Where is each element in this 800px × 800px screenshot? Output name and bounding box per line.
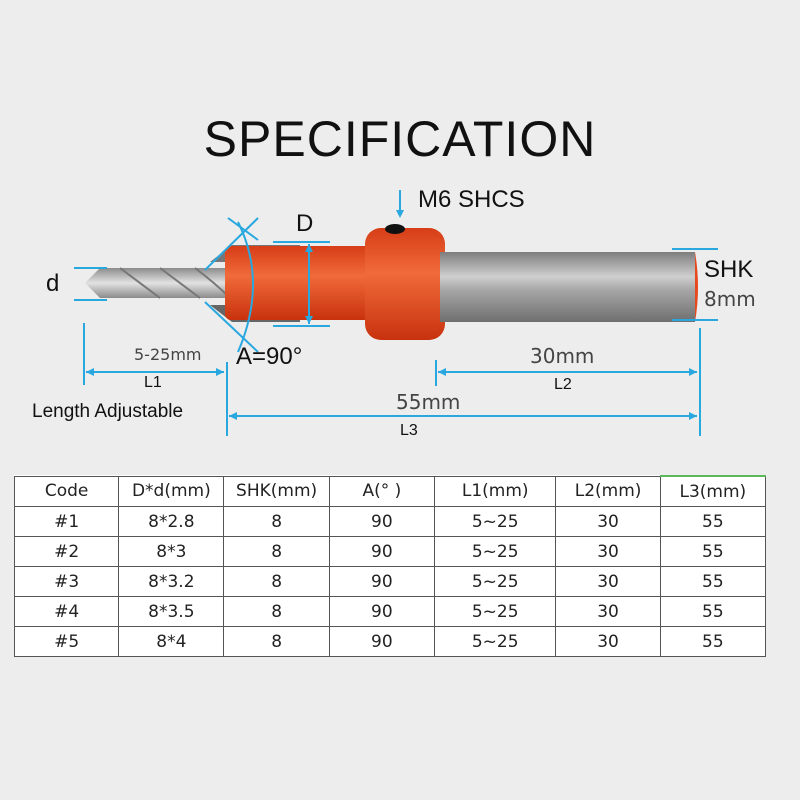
- cell-code: #3: [13, 566, 120, 597]
- cell-dd: 8*3: [118, 536, 225, 567]
- cell-l1: 5~25: [433, 626, 557, 657]
- cell-l1: 5~25: [433, 506, 557, 537]
- cell-shk: 8: [223, 626, 330, 657]
- cell-l1: 5~25: [433, 566, 557, 597]
- table-row: #1 8*2.8 8 90 5~25 30 55: [13, 506, 767, 537]
- cell-dd: 8*4: [118, 626, 225, 657]
- cell-l2: 30: [555, 566, 661, 597]
- arrow-heads: [86, 210, 697, 420]
- cell-code: #1: [13, 506, 120, 537]
- l1-label: L1: [144, 374, 162, 391]
- cell-angle: 90: [328, 626, 435, 657]
- cell-shk: 8: [223, 536, 330, 567]
- header-shk: SHK(mm): [223, 475, 330, 507]
- shank: [440, 252, 695, 322]
- header-angle: A(° ): [328, 475, 435, 507]
- set-screw: [385, 224, 405, 234]
- page-title: SPECIFICATION: [203, 111, 597, 167]
- cell-l3: 55: [659, 626, 767, 657]
- l2-label: L2: [554, 376, 572, 393]
- cell-l3: 55: [659, 596, 767, 627]
- header-l2: L2(mm): [555, 475, 661, 507]
- length-adjustable-note: Length Adjustable: [32, 401, 184, 422]
- cell-dd: 8*3.5: [118, 596, 225, 627]
- cell-l2: 30: [555, 596, 661, 627]
- cell-l3: 55: [659, 566, 767, 597]
- cell-l1: 5~25: [433, 536, 557, 567]
- cell-l2: 30: [555, 626, 661, 657]
- angle-label: A=90°: [236, 343, 303, 370]
- table-row: #4 8*3.5 8 90 5~25 30 55: [13, 596, 767, 627]
- dimension-lines: [74, 190, 718, 436]
- cell-shk: 8: [223, 596, 330, 627]
- header-l1: L1(mm): [433, 475, 557, 507]
- small-diameter-label: d: [46, 270, 60, 297]
- big-diameter-label: D: [296, 210, 314, 237]
- cell-angle: 90: [328, 596, 435, 627]
- header-code: Code: [13, 475, 120, 507]
- drill-bit: [85, 267, 231, 299]
- m6-shcs-label: M6 SHCS: [418, 186, 525, 213]
- cell-l1: 5~25: [433, 596, 557, 627]
- l3-value: 55mm: [396, 390, 461, 414]
- l1-value: 5-25mm: [134, 345, 202, 364]
- cell-dd: 8*2.8: [118, 506, 225, 537]
- shank-label: SHK: [704, 256, 754, 283]
- cell-code: #2: [13, 536, 120, 567]
- cell-angle: 90: [328, 536, 435, 567]
- table-header-row: Code D*d(mm) SHK(mm) A(° ) L1(mm) L2(mm)…: [13, 475, 767, 507]
- table-row: #2 8*3 8 90 5~25 30 55: [13, 536, 767, 567]
- cell-l3: 55: [659, 536, 767, 567]
- cell-l2: 30: [555, 506, 661, 537]
- cell-angle: 90: [328, 566, 435, 597]
- cell-shk: 8: [223, 566, 330, 597]
- spec-table: Code D*d(mm) SHK(mm) A(° ) L1(mm) L2(mm)…: [13, 475, 767, 657]
- cell-l3: 55: [659, 506, 767, 537]
- cell-shk: 8: [223, 506, 330, 537]
- cell-angle: 90: [328, 506, 435, 537]
- cell-code: #4: [13, 596, 120, 627]
- cell-dd: 8*3.2: [118, 566, 225, 597]
- l2-value: 30mm: [530, 344, 595, 368]
- table-row: #5 8*4 8 90 5~25 30 55: [13, 626, 767, 657]
- cell-l2: 30: [555, 536, 661, 567]
- cell-code: #5: [13, 626, 120, 657]
- header-l3: L3(mm): [659, 475, 767, 507]
- shank-value: 8mm: [704, 287, 756, 311]
- countersink-drill-diagram: [74, 190, 718, 436]
- table-row: #3 8*3.2 8 90 5~25 30 55: [13, 566, 767, 597]
- l3-label: L3: [400, 422, 418, 439]
- header-dd: D*d(mm): [118, 475, 225, 507]
- collar-ring: [365, 228, 445, 340]
- collar-body: [225, 246, 375, 320]
